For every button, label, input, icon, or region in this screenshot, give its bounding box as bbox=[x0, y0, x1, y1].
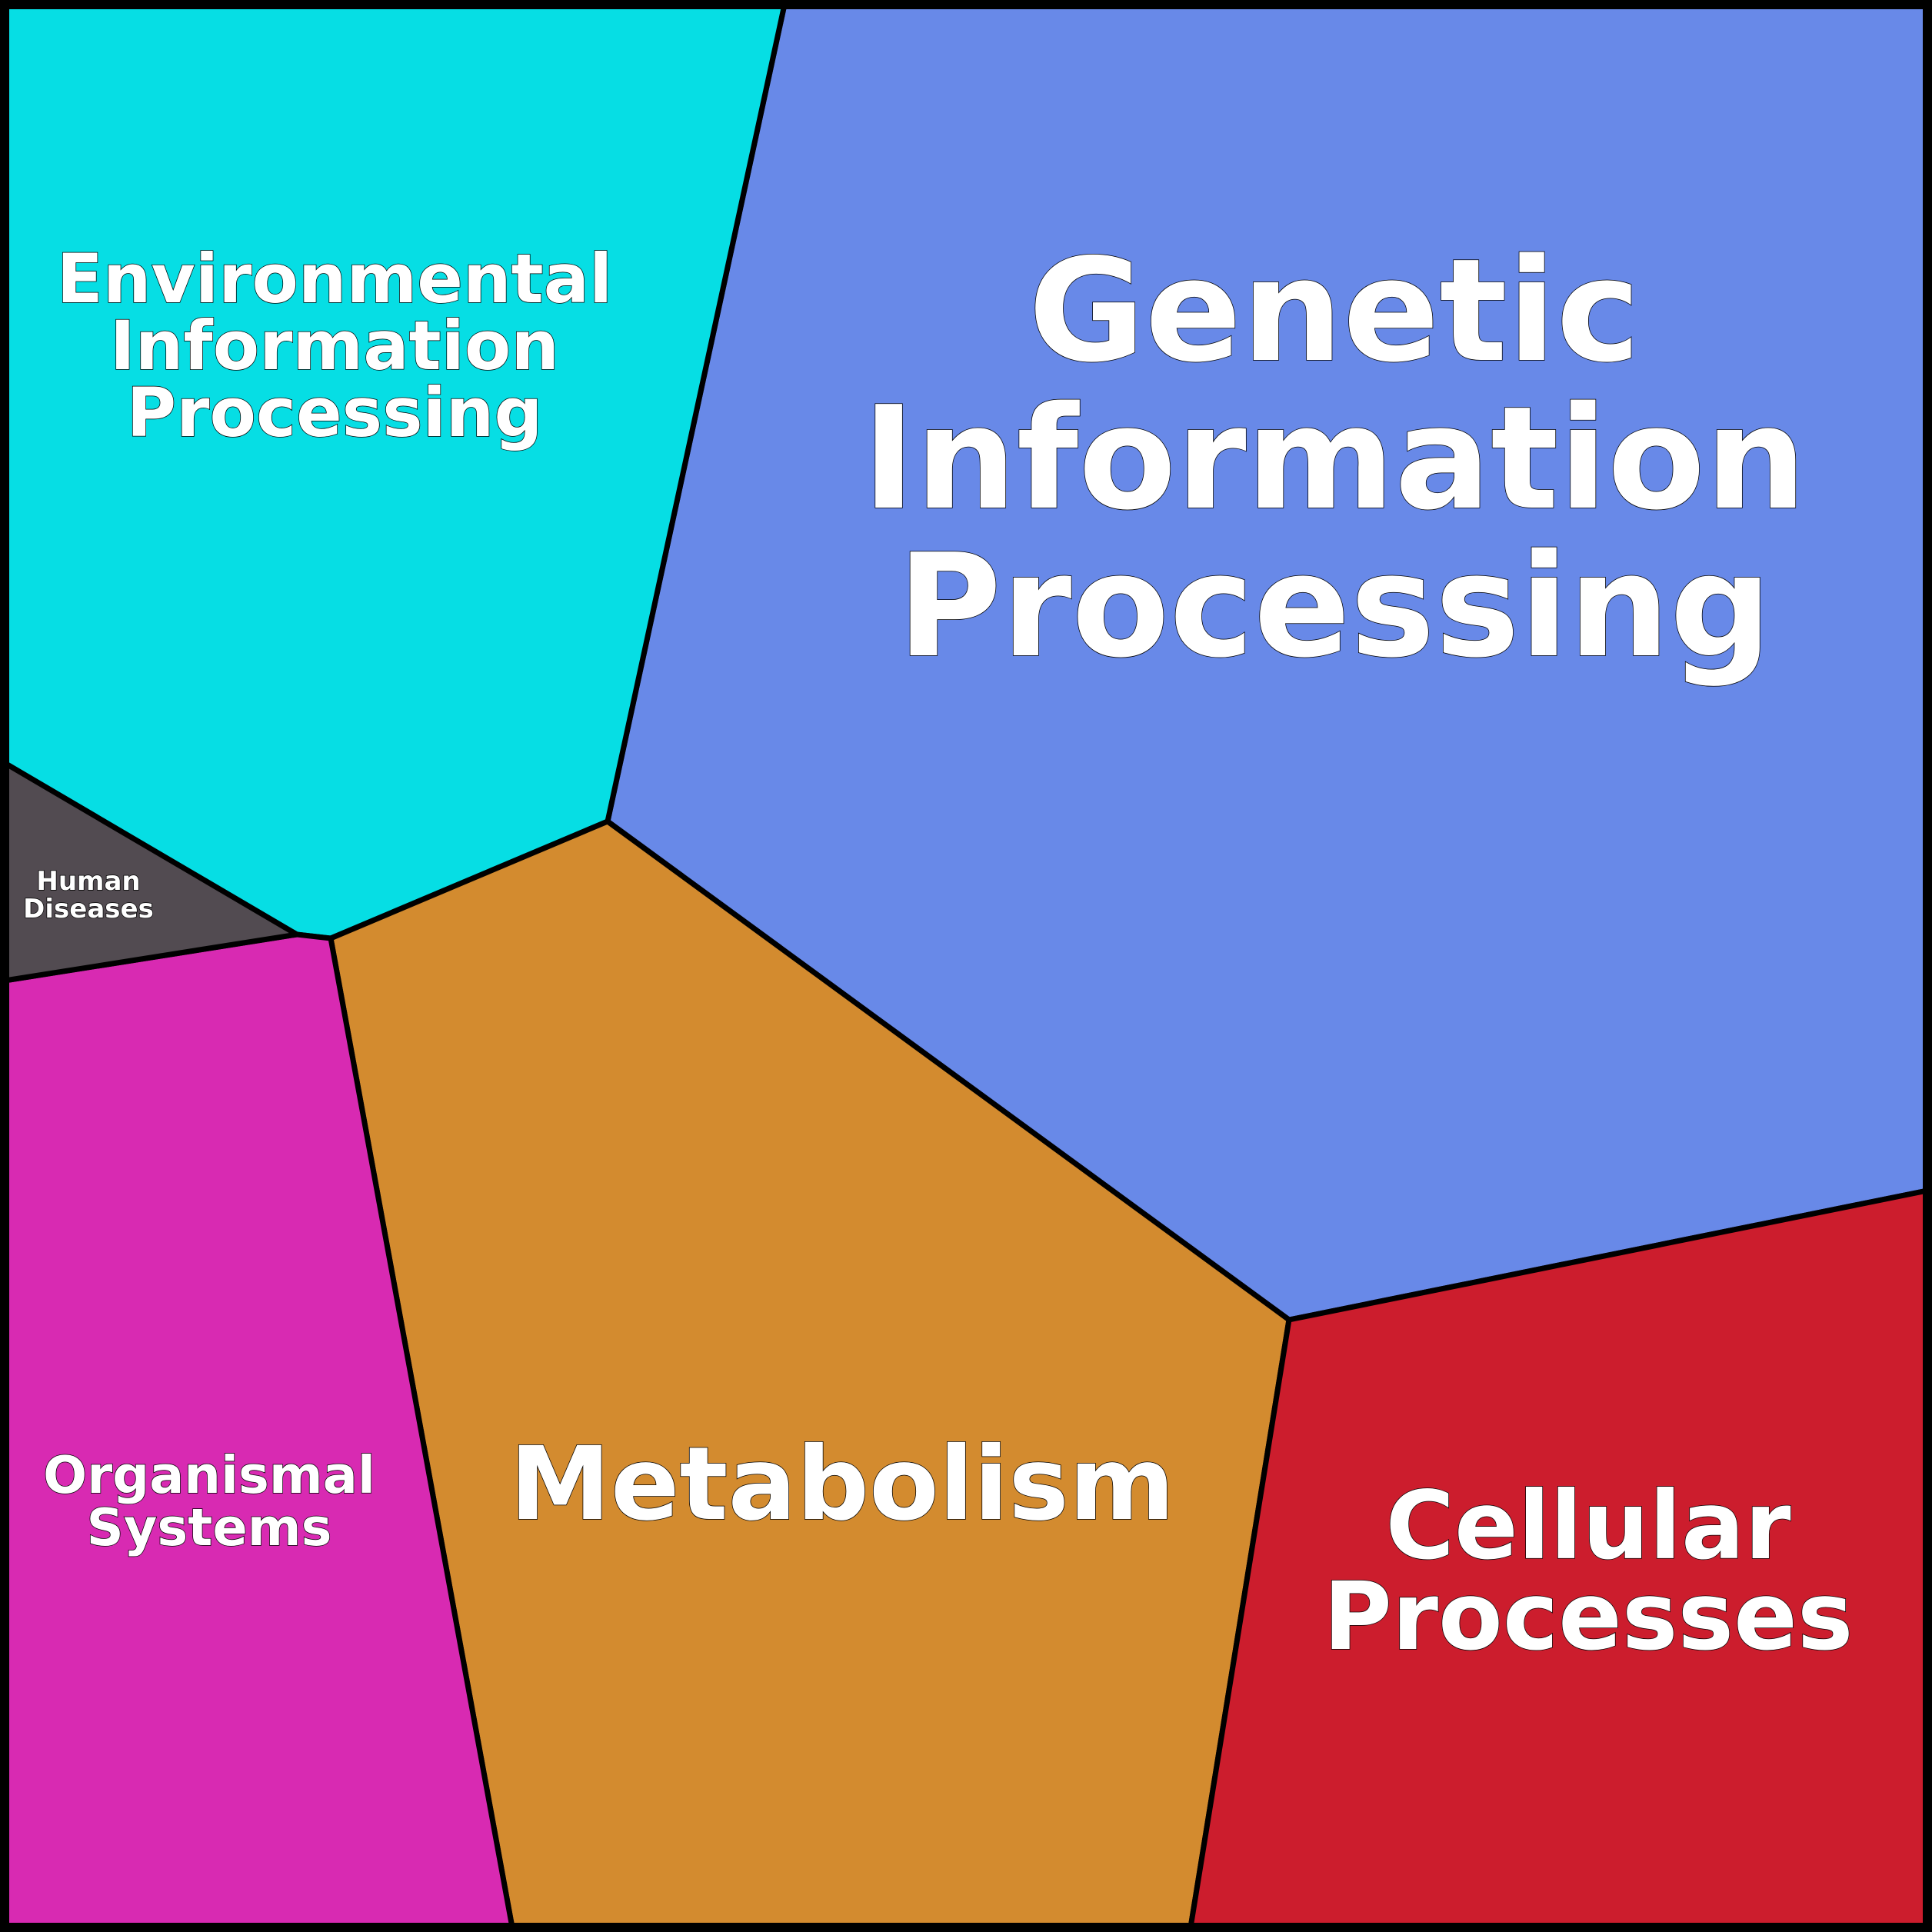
label-line: Metabolism bbox=[510, 1425, 1175, 1544]
label-line: Information bbox=[862, 375, 1807, 541]
label-line: Genetic bbox=[1028, 228, 1641, 394]
label-line: Environmental bbox=[57, 239, 612, 318]
label-line: Processes bbox=[1323, 1562, 1853, 1671]
label-line: Human bbox=[36, 866, 140, 897]
label-line: Systems bbox=[87, 1497, 332, 1557]
label-line: Information bbox=[110, 306, 559, 385]
label-metabolism: Metabolism bbox=[510, 1425, 1175, 1544]
label-line: Processing bbox=[898, 523, 1772, 689]
label-line: Diseases bbox=[23, 894, 154, 924]
label-line: Cellular bbox=[1385, 1471, 1790, 1581]
label-line: Processing bbox=[127, 373, 543, 452]
label-line: Organismal bbox=[43, 1445, 375, 1505]
